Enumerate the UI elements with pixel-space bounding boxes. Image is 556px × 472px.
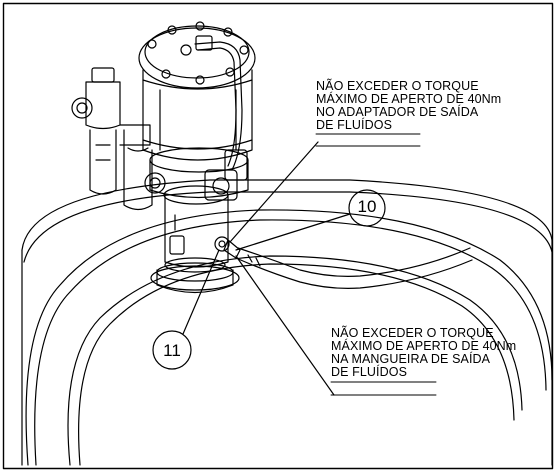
callout-label-11: 11 xyxy=(163,341,181,360)
leader-line-top xyxy=(229,141,319,243)
note-line: DE FLUÍDOS xyxy=(331,365,408,379)
leader-line-11 xyxy=(182,249,220,335)
callout-circle-11 xyxy=(152,330,192,370)
callout-circle-10 xyxy=(348,189,386,227)
torque-note-hose: NÃO EXCEDER O TORQUE MÁXIMO DE APERTO DE… xyxy=(331,327,516,379)
note-line: NO ADAPTADOR DE SAÍDA xyxy=(316,105,479,119)
leader-line-10 xyxy=(235,213,351,251)
torque-note-adapter: NÃO EXCEDER O TORQUE MÁXIMO DE APERTO DE… xyxy=(316,80,501,132)
fluid-outlet-hose xyxy=(214,236,473,289)
callout-label-10: 10 xyxy=(357,197,377,216)
motor-top-cap xyxy=(138,21,256,171)
drum-rim xyxy=(21,179,553,466)
note-line: NA MANGUEIRA DE SAÍDA xyxy=(331,352,491,366)
note-top-underline xyxy=(315,133,421,147)
note-bottom-underline xyxy=(330,381,437,396)
leader-line-bottom xyxy=(235,255,335,396)
note-line: NÃO EXCEDER O TORQUE xyxy=(331,326,494,340)
note-line: DE FLUÍDOS xyxy=(316,118,393,132)
pump-middle-housing xyxy=(144,147,249,201)
note-line: NÃO EXCEDER O TORQUE xyxy=(316,79,479,93)
filter-regulator xyxy=(71,67,153,211)
note-line: MÁXIMO DE APERTO DE 40Nm xyxy=(331,339,517,353)
base-flange xyxy=(150,257,240,294)
note-line: MÁXIMO DE APERTO DE 40Nm xyxy=(316,92,502,106)
